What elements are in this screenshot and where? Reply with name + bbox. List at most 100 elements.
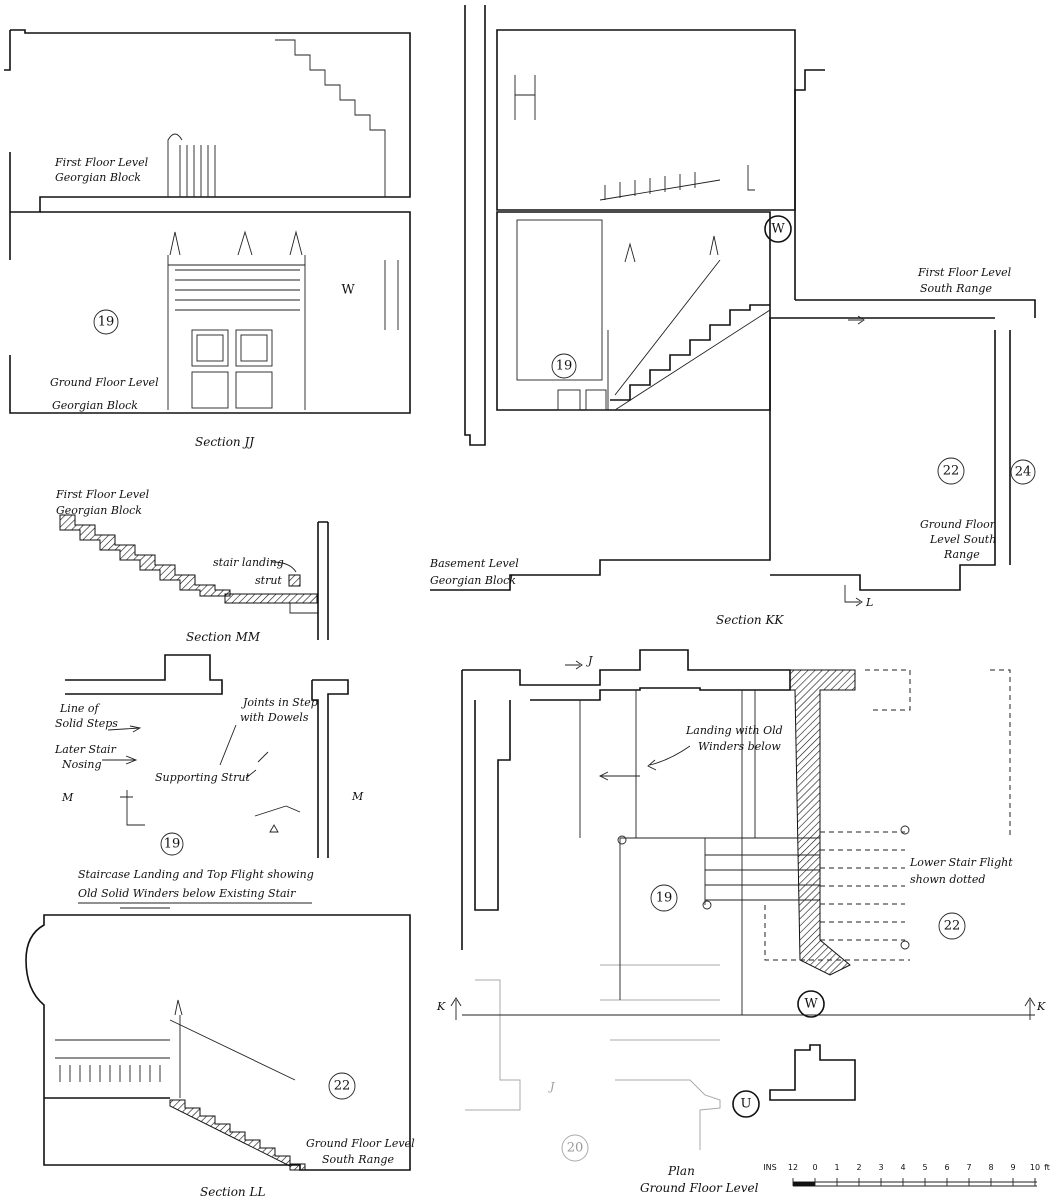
kk-room-22-label: 22 [943, 464, 960, 479]
detail-caption-1: Staircase Landing and Top Flight showing [78, 868, 314, 881]
detail-joints-1: Joints in Step [241, 696, 318, 709]
mm-strut-block [288, 574, 301, 587]
detail-supporting-strut: Supporting Strut [155, 771, 250, 784]
section-jj: First Floor Level Georgian Block Ground … [4, 29, 411, 449]
kk-caption: Section KK [716, 613, 784, 627]
jj-right-door [384, 260, 399, 330]
plan-room-20-circle [561, 1134, 589, 1162]
kk-basement-label-2: Georgian Block [430, 574, 516, 587]
scale-ins-label: INS [763, 1163, 776, 1172]
kk-panel-b [585, 389, 607, 411]
plan-room-22-label: 22 [944, 919, 961, 934]
scale-ft-label: ft [1044, 1163, 1050, 1172]
jj-panel-1 [191, 329, 229, 367]
mm-caption: Section MM [186, 630, 261, 644]
section-ll: 22 Ground Floor Level South Range Sectio… [25, 914, 415, 1199]
detail-caption-underline [78, 902, 312, 909]
ll-ground-floor-label-2: South Range [322, 1153, 394, 1166]
scale-tick-label: 3 [878, 1163, 883, 1172]
plan-mark-u-label: U [741, 1097, 752, 1112]
ll-room-22-circle [328, 1072, 356, 1100]
ll-caption: Section LL [200, 1185, 265, 1199]
kk-door-mark-label: W [771, 222, 785, 237]
kk-ground-floor-label-3: Range [943, 548, 980, 561]
mm-wall [317, 521, 329, 640]
jj-room-19-circle [93, 309, 119, 335]
plan-j-bottom-label: J [548, 1080, 555, 1093]
plan-caption-2: Ground Floor Level [640, 1181, 759, 1195]
detail-later-stair-1: Later Stair [54, 743, 117, 756]
ll-stair-steps [169, 1099, 306, 1171]
mm-landing-underside [289, 603, 318, 614]
kk-left-wall [464, 5, 486, 446]
jj-balusters [179, 145, 216, 197]
plan-mark-w-circle [797, 990, 825, 1018]
plan-newel-4 [900, 940, 910, 950]
jj-panel-2-inner [240, 334, 268, 362]
kk-room-19-label: 19 [556, 359, 573, 374]
kk-first-floor-label-2: South Range [920, 282, 992, 295]
plan-chimney-wall [789, 669, 856, 976]
plan-lower-flight-label-2: shown dotted [910, 873, 985, 886]
kk-door-mark-circle [764, 215, 792, 243]
scale-tick-label: 5 [922, 1163, 927, 1172]
ll-room-22-label: 22 [334, 1079, 351, 1094]
plan-section-lines [462, 690, 1035, 1016]
plan-room-22-circle [938, 912, 966, 940]
detail-later-stair-2: Nosing [61, 758, 102, 771]
kk-pinnacles [607, 235, 719, 410]
kk-basement-label-1: Basement Level [429, 557, 519, 570]
plan-landing-rect [619, 837, 706, 1000]
kk-section-arrow-label: L [865, 596, 873, 609]
plan-k-arrow-right [1024, 997, 1036, 1020]
plan-newel-2 [702, 900, 712, 910]
detail-cross [120, 790, 145, 826]
mm-first-floor-label-1: First Floor Level [55, 488, 150, 501]
kk-stair-string [614, 259, 771, 411]
jj-panel-4 [235, 371, 273, 409]
plan-mark-u-circle [732, 1090, 760, 1118]
plan-landing-label-2: Winders below [698, 740, 781, 753]
mm-stair-landing-label: stair landing [213, 556, 284, 569]
mm-stair-steps [59, 514, 231, 597]
plan-landing-leader [598, 745, 691, 781]
jj-pinnacles [169, 230, 303, 256]
ll-balustrade [55, 1039, 170, 1082]
scale-tick-label: 4 [900, 1163, 905, 1172]
plan-j-arrow-top [565, 660, 583, 670]
plan-k-right-label: K [1036, 1000, 1046, 1013]
plan-lower-flight [764, 669, 1011, 961]
kk-ground-floor-label-2: Level South [929, 533, 996, 546]
plan-stair-treads [705, 837, 820, 901]
detail-m-left: M [61, 791, 74, 804]
detail-leaders [102, 724, 301, 833]
plan-room-19-circle [650, 884, 678, 912]
kk-room-19-circle [551, 353, 577, 379]
detail-m-right: M [351, 790, 364, 803]
jj-first-floor-label-1: First Floor Level [54, 156, 149, 169]
kk-section-arrow [844, 585, 863, 607]
jj-caption: Section JJ [195, 435, 255, 449]
plan-room-20-label: 20 [567, 1141, 584, 1156]
scale-bar-inch-block [793, 1182, 815, 1186]
jj-panel-2 [235, 329, 273, 367]
plan-k-arrow-left [450, 997, 462, 1020]
detail-caption-2: Old Solid Winders below Existing Stair [78, 887, 296, 900]
kk-basement-outline [430, 317, 995, 591]
kk-room-24-circle [1010, 459, 1036, 485]
plan-room-19-label: 19 [656, 891, 673, 906]
kk-stair-profile [610, 304, 770, 401]
jj-lower-outline [9, 211, 411, 414]
scale-tick-label: 2 [856, 1163, 861, 1172]
kk-top-arrow [848, 315, 865, 325]
scale-bar-line [793, 1181, 1037, 1187]
kk-right-step-outline [770, 69, 1036, 591]
mm-leader [271, 561, 297, 573]
mm-first-floor-label-2: Georgian Block [56, 504, 142, 517]
jj-door-mark: W [341, 283, 355, 298]
plan-j-top-label: J [586, 654, 593, 667]
jj-panel-3 [191, 371, 229, 409]
kk-room-22-circle [937, 457, 965, 485]
jj-ground-floor-label-2: Georgian Block [52, 399, 138, 412]
